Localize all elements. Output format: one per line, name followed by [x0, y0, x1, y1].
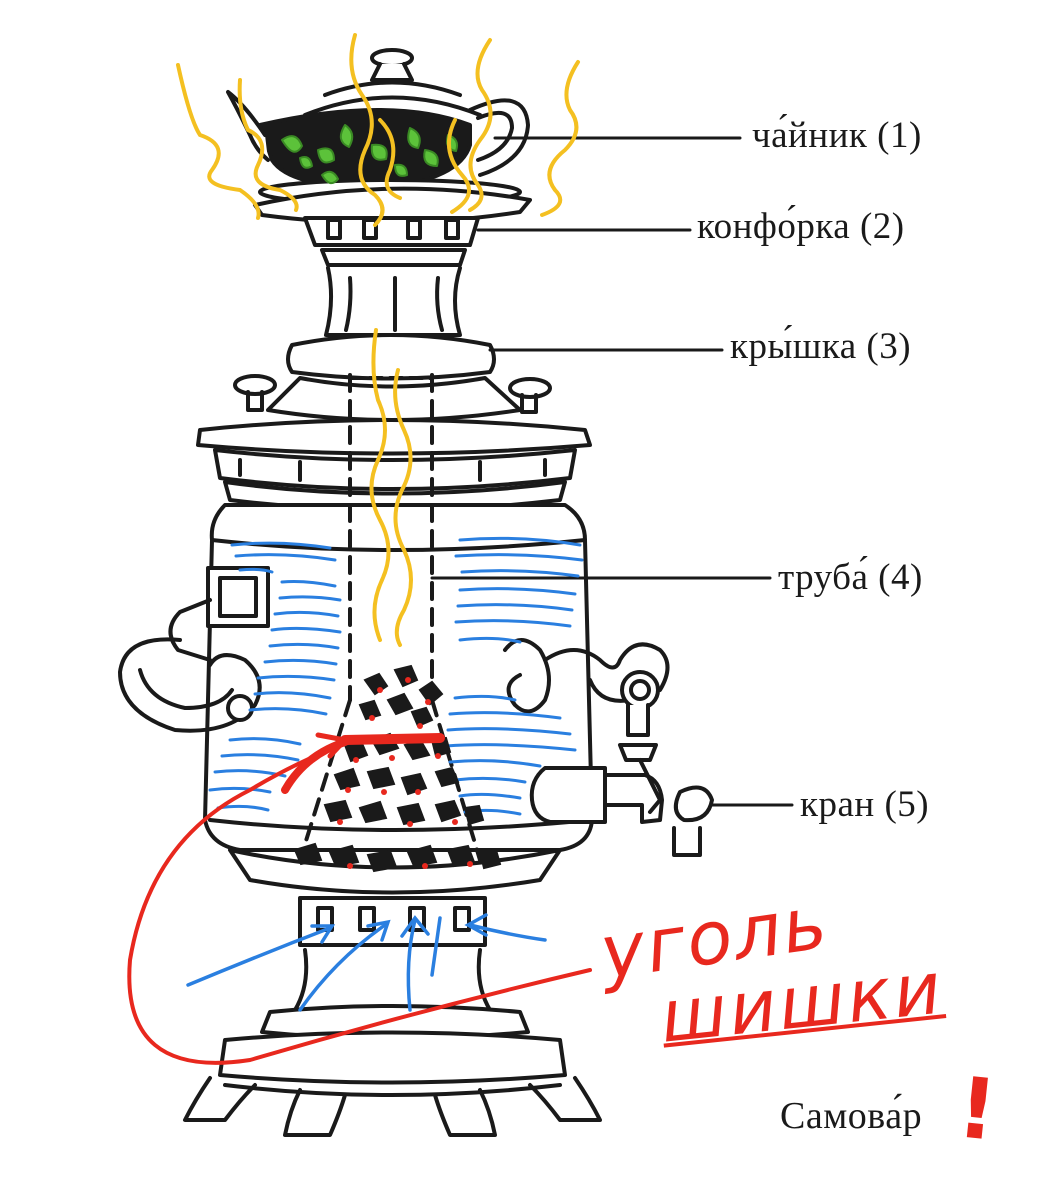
embers	[337, 677, 473, 869]
steam-lines	[176, 33, 580, 647]
right-handle-drawing	[503, 638, 670, 762]
neck-drawing	[324, 266, 462, 337]
leader-lines	[430, 136, 794, 807]
left-handle-drawing	[118, 566, 270, 733]
air-arrows	[186, 913, 547, 1012]
tap-drawing	[529, 758, 714, 857]
lid-drawing	[196, 333, 592, 512]
label-teapot: ча́йник (1)	[752, 115, 922, 156]
fire-arrow	[127, 732, 592, 1065]
label-burner: конфо́рка (2)	[697, 206, 905, 247]
caption-samovar: Самова́р	[780, 1095, 923, 1137]
label-lid: кры́шка (3)	[730, 326, 912, 367]
water-strokes	[208, 536, 584, 816]
label-pipe: труба́ (4)	[778, 557, 923, 598]
coals	[293, 664, 502, 873]
burner-drawing	[253, 186, 532, 267]
teapot-drawing	[226, 48, 530, 206]
base-drawing	[183, 848, 602, 1137]
label-tap: кран (5)	[800, 784, 930, 825]
